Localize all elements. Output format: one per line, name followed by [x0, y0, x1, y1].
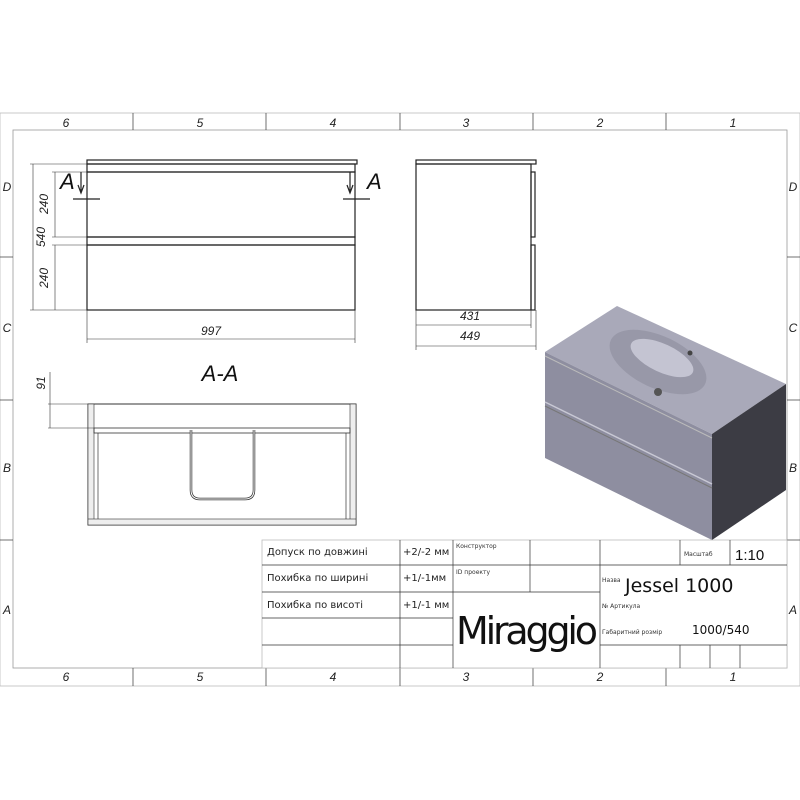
- zone-col-label: 5: [197, 116, 204, 130]
- dim-depth-total: 449: [460, 329, 480, 343]
- zone-col-label: 3: [463, 116, 470, 130]
- zone-row-label: B: [3, 461, 11, 475]
- brand-logo: Miraggio: [456, 609, 598, 653]
- cabinet-render: [544, 306, 786, 540]
- zone-labels: 6 5 4 3 2 1 6 5 4 3 2 1 D C B A D C B A: [2, 116, 798, 684]
- zone-row-label: C: [789, 321, 798, 335]
- zone-col-label: 6: [63, 116, 70, 130]
- section-arrow-icon: [346, 172, 354, 195]
- zone-col-label: 4: [330, 670, 337, 684]
- zone-col-label: 6: [63, 670, 70, 684]
- tolerance-value: +1/-1мм: [403, 573, 446, 584]
- zone-row-label: A: [2, 603, 11, 617]
- zone-col-label: 1: [730, 116, 737, 130]
- zone-dividers: [0, 113, 800, 686]
- name-value: Jessel 1000: [624, 575, 733, 597]
- section-arrow-icon: [77, 172, 85, 195]
- zone-row-label: D: [789, 180, 798, 194]
- section-title: A-A: [200, 361, 239, 386]
- dim-drawer-bottom: 240: [37, 268, 51, 289]
- tolerance-label: Похибка по ширині: [267, 572, 368, 584]
- zone-row-label: D: [3, 180, 12, 194]
- scale-label: Масштаб: [684, 551, 713, 558]
- zone-col-label: 4: [330, 116, 337, 130]
- dim-total-height: 540: [34, 227, 48, 247]
- size-label: Габаритний розмір: [602, 629, 662, 636]
- project-id-label: ID проекту: [456, 569, 491, 576]
- zone-col-label: 1: [730, 670, 737, 684]
- designer-label: Конструктор: [456, 543, 497, 550]
- tolerance-value: +1/-1 мм: [403, 600, 449, 611]
- zone-col-label: 2: [596, 670, 604, 684]
- section-marker-left: A: [58, 169, 75, 194]
- tolerance-value: +2/-2 мм: [403, 547, 449, 558]
- dim-width: 997: [201, 324, 222, 338]
- zone-row-label: B: [789, 461, 797, 475]
- zone-col-label: 3: [463, 670, 470, 684]
- front-view: A A 540 240 240 997: [30, 159, 382, 343]
- dim-drawer-top: 240: [37, 194, 51, 215]
- dim-depth-body: 431: [460, 309, 480, 323]
- name-label: Назва: [602, 577, 621, 584]
- scale-value: 1:10: [735, 547, 764, 564]
- zone-row-label: A: [788, 603, 797, 617]
- article-label: № Артикула: [602, 603, 640, 610]
- drain-icon: [654, 388, 662, 396]
- side-view: 431 449: [415, 159, 537, 350]
- tolerance-label: Похибка по висоті: [267, 599, 363, 611]
- dim-top-gap: 91: [34, 376, 48, 389]
- zone-row-label: C: [3, 321, 12, 335]
- tolerance-label: Допуск по довжині: [267, 546, 368, 558]
- faucet-hole-icon: [687, 350, 693, 356]
- zone-col-label: 5: [197, 670, 204, 684]
- size-value: 1000/540: [692, 623, 750, 637]
- section-view: A-A 91: [34, 361, 357, 526]
- section-marker-right: A: [365, 169, 382, 194]
- title-block: Допуск по довжині +2/-2 мм Похибка по ши…: [261, 539, 788, 669]
- zone-col-label: 2: [596, 116, 604, 130]
